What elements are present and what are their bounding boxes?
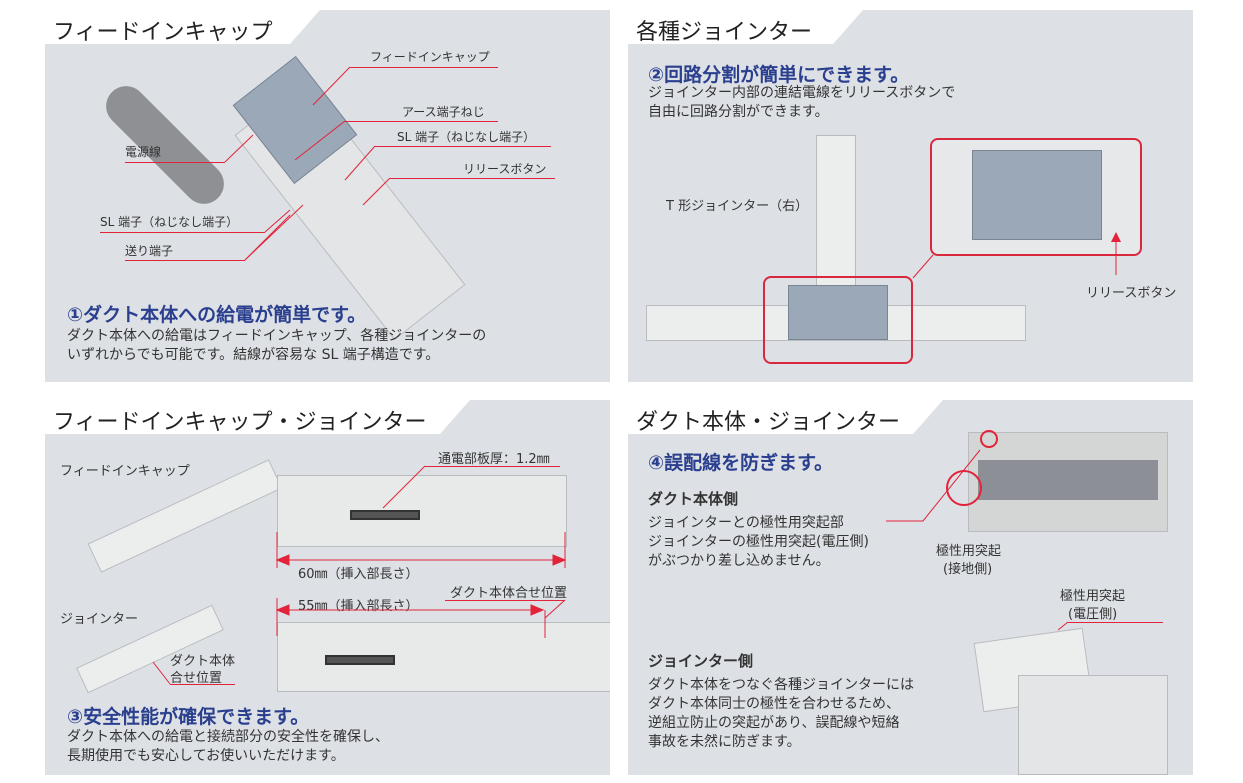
duct-side-line-3: がぶつかり差し込めません。: [648, 553, 830, 569]
label-ground-1: 極性用突起: [936, 544, 1002, 559]
duct-end-image: [1018, 675, 1168, 775]
panel-duct-joint: ダクト本体・ジョインター ④誤配線を防ぎます。 ダクト本体側 ジョインターとの極…: [628, 400, 1193, 775]
joint-side-line-1: ダクト本体をつなぐ各種ジョインターには: [648, 677, 914, 693]
panel-feed-in-cap-joint: フィードインキャップ・ジョインター フィードインキャップ ジョインター ダクト本…: [45, 400, 610, 775]
feed-in-cap-side-view: [277, 475, 567, 547]
body-3-line-2: 長期使用でも安心してお使いいただけます。: [67, 748, 345, 764]
panel-feed-in-cap: フィードインキャップ フィードインキャップ アース端子ねじ SL 端子（ねじなし…: [45, 10, 610, 382]
panel-joints: 各種ジョインター ②回路分割が簡単にできます。 ジョインター内部の連結電線をリリ…: [628, 10, 1193, 382]
ground-circle-top: [980, 430, 998, 448]
label-feed-in-cap: フィードインキャップ: [370, 50, 490, 64]
label-release-button: リリースボタン: [463, 162, 547, 176]
body-2-line-1: ジョインター内部の連結電線をリリースボタンで: [648, 85, 956, 101]
label-feed-in-cap: フィードインキャップ: [60, 464, 190, 479]
body-3-line-1: ダクト本体への給電と接続部分の安全性を確保し、: [67, 729, 389, 745]
panel-title: フィードインキャップ: [45, 10, 320, 45]
heading-2: ②回路分割が簡単にできます。: [648, 64, 910, 86]
label-t-joint: T 形ジョインター（右）: [666, 199, 809, 214]
label-power-cable: 電源線: [125, 145, 162, 159]
joint-side-line-4: 事故を未然に防ぎます。: [648, 734, 801, 750]
heading-1: ①ダクト本体への給電が簡単です。: [67, 304, 367, 326]
body-1-line-1: ダクト本体への給電はフィードインキャップ、各種ジョインターの: [67, 328, 487, 344]
joint-side-title: ジョインター側: [648, 652, 754, 670]
conductor-plate: [350, 510, 420, 520]
label-duct-align-1: ダクト本体: [170, 654, 236, 669]
duct-channel: [978, 460, 1158, 500]
label-earth-screw: アース端子ねじ: [402, 105, 485, 119]
label-voltage-2: (電圧側): [1068, 607, 1118, 622]
label-len-55: 55㎜（挿入部長さ）: [298, 599, 419, 614]
conductor-plate-2: [325, 655, 395, 665]
body-1-line-2: いずれからでも可能です。結線が容易な SL 端子構造です。: [67, 347, 440, 363]
heading-3: ③安全性能が確保できます。: [67, 706, 310, 728]
label-release-button: リリースボタン: [1086, 286, 1177, 301]
t-joint-center: [788, 285, 888, 340]
panel-title: ダクト本体・ジョインター: [628, 400, 943, 435]
power-cable-image: [97, 77, 233, 213]
label-sl-terminal-right: SL 端子（ねじなし端子）: [397, 130, 536, 144]
body-2-line-2: 自由に回路分割ができます。: [648, 104, 829, 120]
label-duct-align-2: 合せ位置: [170, 671, 223, 686]
ground-circle: [946, 470, 982, 506]
label-ground-2: (接地側): [943, 562, 993, 577]
panel-title: 各種ジョインター: [628, 10, 863, 45]
duct-side-title: ダクト本体側: [648, 490, 739, 508]
joint-side-line-2: ダクト本体同士の極性を合わせるため、: [648, 696, 900, 712]
label-len-60: 60㎜（挿入部長さ）: [298, 567, 419, 582]
label-duct-align-right: ダクト本体合せ位置: [450, 586, 568, 601]
label-sl-terminal-left: SL 端子（ねじなし端子）: [100, 215, 239, 229]
heading-4: ④誤配線を防ぎます。: [648, 452, 834, 474]
label-thickness: 通電部板厚：1.2㎜: [438, 452, 550, 467]
zoom-box-small: [763, 276, 913, 364]
joint-side-line-3: 逆組立防止の突起があり、誤配線や短絡: [648, 715, 900, 731]
zoom-box-large: [930, 138, 1142, 256]
panel-title: フィードインキャップ・ジョインター: [45, 400, 470, 435]
label-feed-terminal: 送り端子: [125, 244, 174, 258]
label-voltage-1: 極性用突起: [1060, 589, 1126, 604]
duct-side-line-1: ジョインターとの極性用突起部: [648, 515, 844, 531]
label-joint: ジョインター: [60, 612, 139, 627]
duct-side-line-2: ジョインターの極性用突起(電圧側): [648, 534, 869, 550]
joint-side-view: [277, 622, 610, 692]
